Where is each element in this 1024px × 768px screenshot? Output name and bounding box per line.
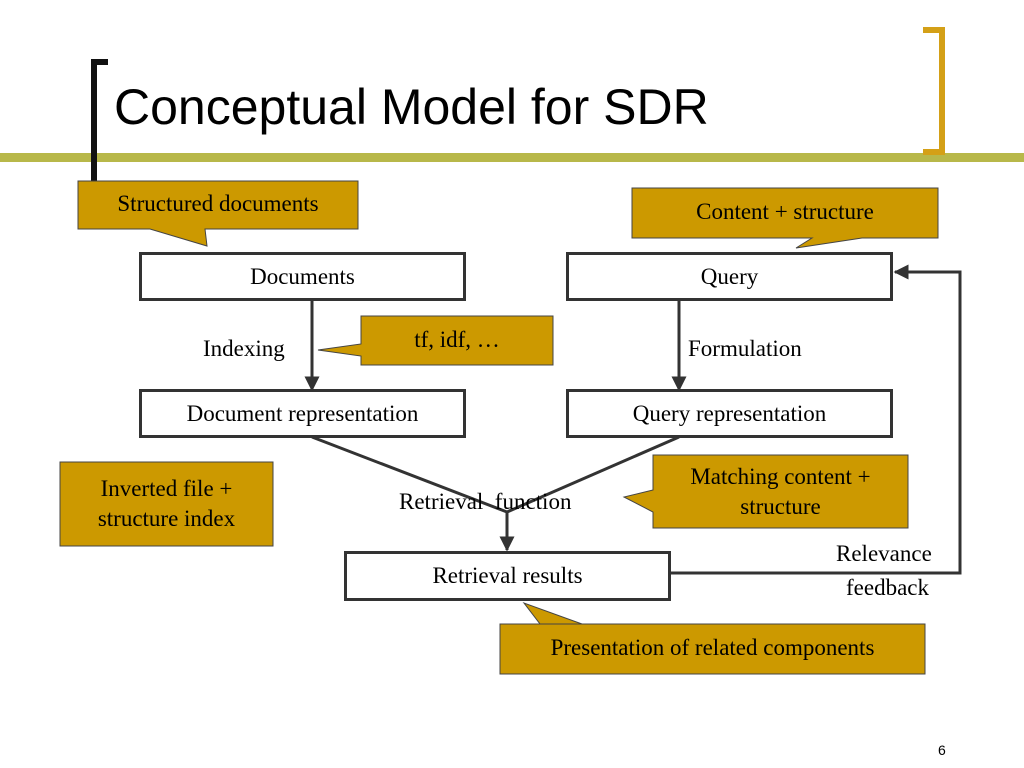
formulation-label: Formulation [688,336,802,361]
callout-content-structure-shape [631,187,939,249]
retrieval-function-label: Retrieval function [399,489,572,514]
query-box: Query [566,252,893,301]
callout-matching-line2: structure [740,493,821,519]
relevance-feedback-label-line2: feedback [846,575,929,600]
title-accent-band [0,153,1024,162]
callout-inverted-file-shape [59,461,274,547]
callout-matching-line1: Matching content + [690,463,871,489]
docrep-to-retrieval-line [311,435,508,514]
callout-tf-idf-shape [317,315,554,366]
callout-structured-documents-text: Structured documents [117,191,319,217]
callout-tf-idf-text: tf, idf, … [414,326,500,352]
callout-matching-shape [622,454,909,529]
document-representation-box: Document representation [139,389,466,438]
right-bracket [923,27,945,155]
relevance-feedback-label-line1: Relevance [836,541,932,566]
left-bracket [91,59,108,191]
queryrep-to-retrieval-line [506,435,680,514]
callout-inverted-file-text: Inverted file + structure index [60,462,273,546]
callout-inverted-file-line2: structure index [97,506,236,531]
query-representation-box: Query representation [566,389,893,438]
retrieval-results-box: Retrieval results [344,551,671,601]
callout-presentation-text: Presentation of related components [550,635,875,661]
indexing-label: Indexing [203,336,285,361]
documents-box: Documents [139,252,466,301]
callout-structured-documents-shape [77,180,359,247]
slide-title: Conceptual Model for SDR [114,79,709,135]
callout-presentation-shape [499,601,926,675]
page-number: 6 [938,742,946,758]
callout-inverted-file-line1: Inverted file + [100,476,233,502]
relevance-feedback-arrow [669,264,962,575]
callout-content-structure-text: Content + structure [696,199,874,225]
callout-matching-text: Matching content + structure [653,455,908,528]
